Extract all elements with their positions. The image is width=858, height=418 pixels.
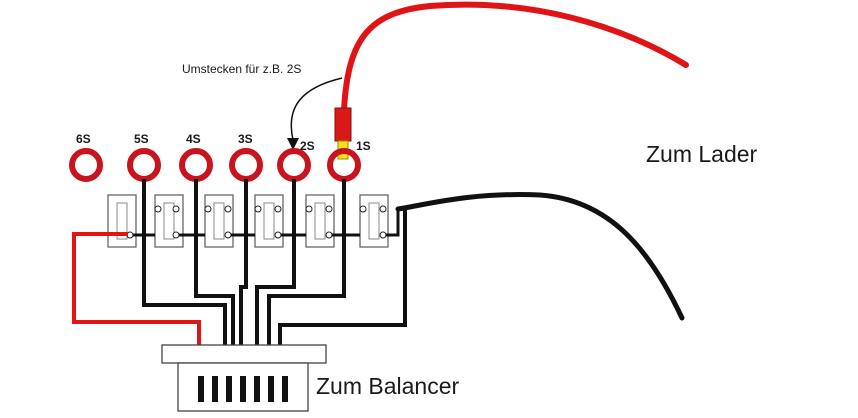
charger-red-lead xyxy=(341,1,689,113)
replug-note: Umstecken für z.B. 2S xyxy=(182,62,301,76)
charger-black-lead xyxy=(395,192,685,321)
tap-label-2s: 2S xyxy=(300,139,315,153)
tap-wires xyxy=(142,179,407,345)
replug-arrowhead-icon xyxy=(287,138,299,150)
switch-6s-icon xyxy=(107,194,137,248)
switch-4s-icon xyxy=(204,194,234,248)
charger-label: Zum Lader xyxy=(646,141,758,167)
replug-arrow xyxy=(290,77,343,141)
socket-5s-icon xyxy=(127,148,161,182)
tap-label-5s: 5S xyxy=(134,132,149,146)
tap-label-6s: 6S xyxy=(76,132,91,146)
socket-4s-icon xyxy=(179,148,213,182)
tap-label-1s: 1S xyxy=(356,139,371,153)
balancer-connector-icon xyxy=(161,344,327,412)
switch-3s-icon xyxy=(254,194,284,248)
tap-label-4s: 4S xyxy=(186,132,201,146)
socket-6s-icon xyxy=(69,148,103,182)
socket-2s-icon xyxy=(277,148,311,182)
switch-5s-icon xyxy=(154,194,184,248)
tap-label-3s: 3S xyxy=(238,132,253,146)
socket-3s-icon xyxy=(229,148,263,182)
switch-row xyxy=(107,194,389,248)
balancer-label: Zum Balancer xyxy=(316,373,460,399)
balance-red-wire xyxy=(72,232,201,345)
switch-1s-icon xyxy=(359,194,389,248)
series-jumpers xyxy=(133,209,400,237)
switch-2s-icon xyxy=(305,194,335,248)
banana-plug-body xyxy=(334,107,352,142)
